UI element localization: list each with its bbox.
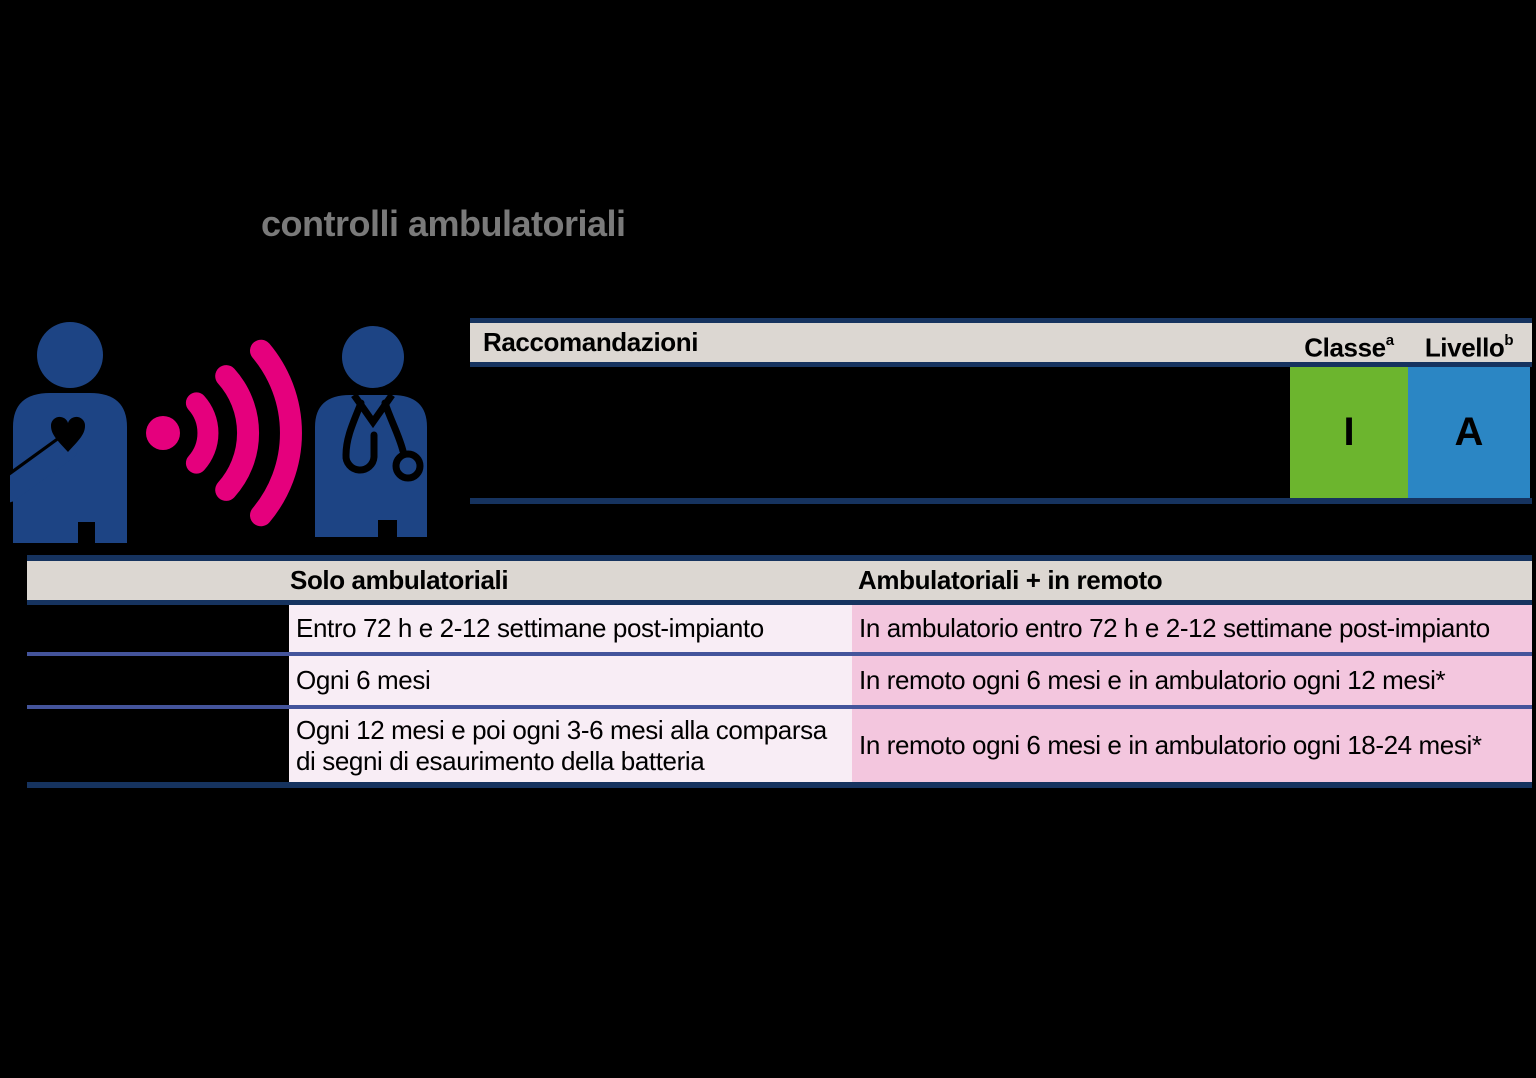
patient-icon xyxy=(0,322,127,543)
row-label-cell xyxy=(27,709,289,782)
figure-title: controlli ambulatoriali xyxy=(261,203,626,244)
class-footnote-marker: a xyxy=(1385,332,1394,349)
recommendations-table-header: Raccomandazioni Classea Livellob xyxy=(470,318,1532,367)
remote-column-header: Ambulatoriali + in remoto xyxy=(858,565,1163,595)
class-value-badge: I xyxy=(1290,367,1408,498)
solo-column-header: Solo ambulatoriali xyxy=(290,565,509,595)
recommendations-header-label: Raccomandazioni xyxy=(483,327,699,357)
recommendations-table: Raccomandazioni Classea Livellob I A xyxy=(470,318,1532,504)
schedule-table-header: Solo ambulatoriali Ambulatoriali + in re… xyxy=(27,555,1532,605)
heart-icon xyxy=(50,416,86,452)
class-column-header: Classea xyxy=(1304,332,1394,363)
row-label-cell xyxy=(27,656,289,705)
table-row: Ogni 12 mesi e poi ogni 3-6 mesi alla co… xyxy=(27,709,1532,788)
recommendations-table-body: I A xyxy=(470,367,1532,504)
level-footnote-marker: b xyxy=(1504,332,1514,349)
solo-cell: Ogni 6 mesi xyxy=(289,656,852,705)
remote-cell: In remoto ogni 6 mesi e in ambulatorio o… xyxy=(852,709,1532,782)
stethoscope-icon xyxy=(342,399,424,482)
signal-waves-icon xyxy=(146,339,302,527)
remote-cell: In remoto ogni 6 mesi e in ambulatorio o… xyxy=(852,656,1532,705)
level-value-badge: A xyxy=(1408,367,1530,498)
remote-cell: In ambulatorio entro 72 h e 2-12 settima… xyxy=(852,605,1532,652)
row-label-cell xyxy=(27,605,289,652)
table-row: Entro 72 h e 2-12 settimane post-impiant… xyxy=(27,605,1532,656)
doctor-icon xyxy=(315,326,427,537)
telemonitoring-illustration xyxy=(0,315,470,550)
level-column-header: Livellob xyxy=(1424,332,1514,363)
schedule-table: Solo ambulatoriali Ambulatoriali + in re… xyxy=(27,555,1532,788)
solo-cell: Entro 72 h e 2-12 settimane post-impiant… xyxy=(289,605,852,652)
solo-cell: Ogni 12 mesi e poi ogni 3-6 mesi alla co… xyxy=(289,709,852,782)
table-row: Ogni 6 mesi In remoto ogni 6 mesi e in a… xyxy=(27,656,1532,709)
